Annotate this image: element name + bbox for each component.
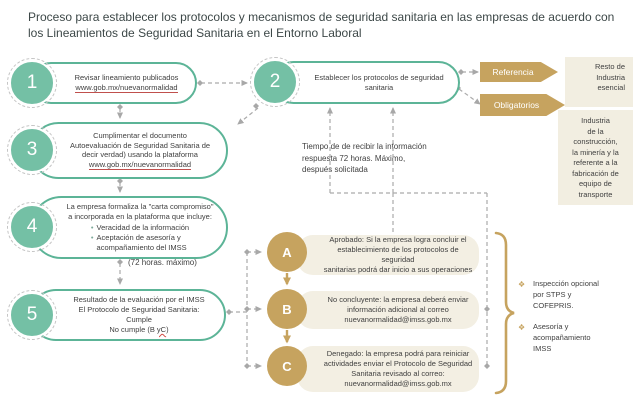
obligatorios-label: Obligatorios <box>493 100 540 110</box>
step-3-box: Cumplimentar el documento Autoevaluación… <box>30 122 228 179</box>
page-title: Proceso para establecer los protocolos y… <box>28 10 615 40</box>
no-cumple-suffix: ) <box>166 324 169 334</box>
side-note-asesoria: Asesoría y acompañamiento IMSS <box>533 322 591 353</box>
step-5-number: 5 <box>26 304 38 325</box>
step-1-number: 1 <box>26 72 38 93</box>
step-3-number-circle: 3 <box>7 125 57 175</box>
step-2-number: 2 <box>269 71 281 92</box>
outcome-b-letter: B <box>282 301 292 317</box>
response-time-note: Tiempo de de recibir la información resp… <box>302 142 427 175</box>
obligatorios-target-box: Industria de la construcción, la minería… <box>558 110 633 205</box>
step-4-number-circle: 4 <box>7 202 57 252</box>
step-5-box: Resultado de la evaluación por el IMSS E… <box>30 289 226 341</box>
step-4-bullet-2: Aceptación de asesoría y acompañamiento … <box>96 232 187 252</box>
step-4-intro: La empresa formaliza la "carta compromis… <box>66 202 214 222</box>
step-1-link[interactable]: www.gob.mx/nuevanormalidad <box>75 82 178 93</box>
step-1-number-circle: 1 <box>7 58 57 108</box>
outcome-b-box: No concluyente: la empresa deberá enviar… <box>297 291 479 329</box>
step-3-link[interactable]: www.gob.mx/nuevanormalidad <box>88 160 192 171</box>
outcome-a-letter: A <box>282 244 292 260</box>
step-2-box: Establecer los protocolos de seguridad s… <box>272 61 460 104</box>
referencia-target-box: Resto de Industria esencial <box>565 57 633 107</box>
step-2-number-circle: 2 <box>250 57 300 107</box>
step-5-text: Resultado de la evaluación por el IMSS E… <box>73 295 205 324</box>
outcome-c-circle: C <box>267 346 307 386</box>
diamond-bullet-icon: ❖ <box>518 280 526 289</box>
diamond-bullet-icon: ❖ <box>518 323 526 332</box>
outcome-c-letter: C <box>282 358 292 374</box>
step-5-number-circle: 5 <box>7 290 57 340</box>
brace-shape <box>494 231 515 395</box>
step-4-bullets: • Veracidad de la información • Aceptaci… <box>91 223 189 253</box>
hours-max-label: (72 horas. máximo) <box>128 258 197 267</box>
referencia-arrow: Referencia <box>480 62 558 82</box>
step-4-number: 4 <box>26 216 38 237</box>
step-1-box: Revisar lineamiento publicados www.gob.m… <box>30 62 197 104</box>
step-1-text: Revisar lineamiento publicados <box>74 73 179 83</box>
outcome-c-box: Denegado: la empresa podrá para reinicia… <box>297 346 479 392</box>
step-5-no-cumple: No cumple (B yC) <box>60 325 218 335</box>
outcome-a-box: Aprobado: Si la empresa logra concluir e… <box>297 235 479 275</box>
step-4-box: La empresa formaliza la "carta compromis… <box>30 196 228 259</box>
no-cumple-prefix: No cumple (B <box>109 324 157 334</box>
bullet-dot-icon: • <box>90 223 94 233</box>
step-2-text: Establecer los protocolos de seguridad s… <box>314 72 444 92</box>
step-3-text: Cumplimentar el documento Autoevaluación… <box>69 130 211 160</box>
outcome-a-circle: A <box>267 232 307 272</box>
obligatorios-arrow: Obligatorios <box>480 94 565 116</box>
step-4-bullet-1: Veracidad de la información <box>96 223 190 233</box>
no-cumple-mark: yC <box>156 324 167 334</box>
side-note-inspeccion: Inspección opcional por STPS y COFEPRIS. <box>533 279 599 310</box>
outcome-b-circle: B <box>267 289 307 329</box>
bullet-dot-icon: • <box>90 232 94 242</box>
referencia-label: Referencia <box>492 67 534 77</box>
step-3-number: 3 <box>26 139 38 160</box>
